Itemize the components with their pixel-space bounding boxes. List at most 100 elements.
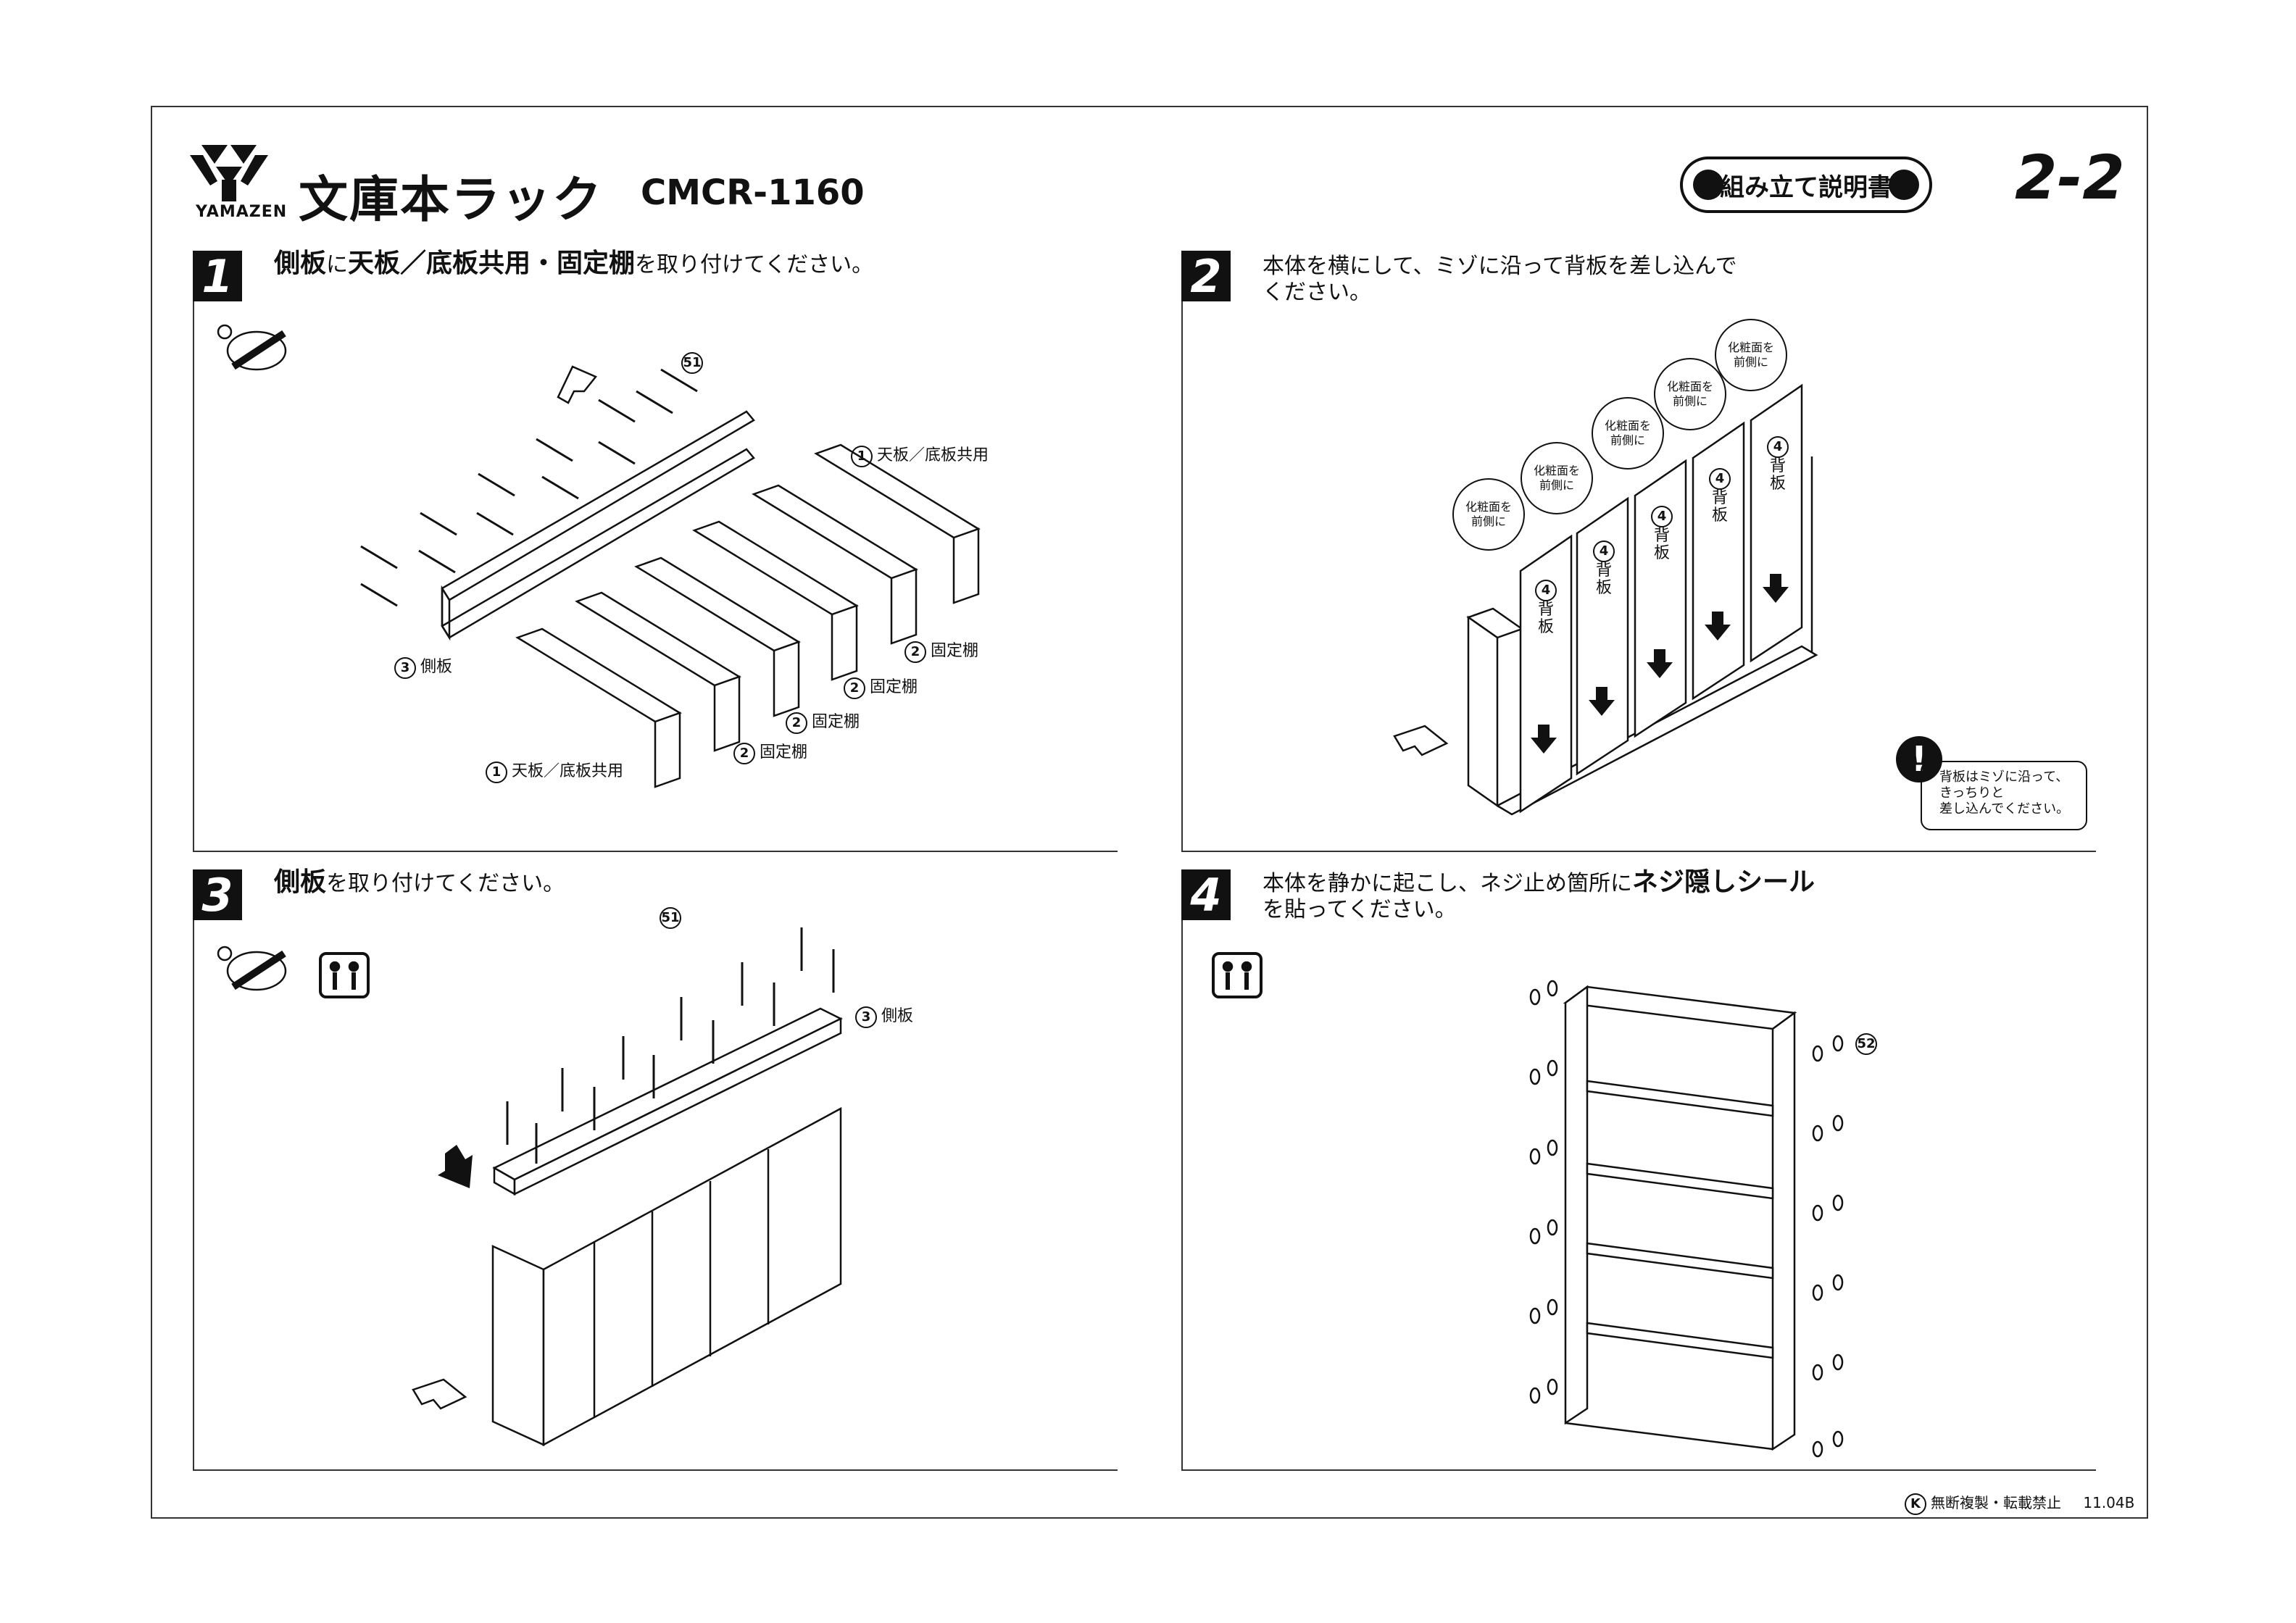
panel-divider — [1181, 1469, 2096, 1471]
speech-bubble: 化粧面を前側に — [1715, 319, 1787, 391]
caution-icon: ! — [1896, 736, 1942, 783]
part-name: 固定棚 — [760, 743, 808, 762]
copyright-mark-icon: K — [1905, 1493, 1926, 1515]
part-label: 2 固定棚 — [786, 709, 860, 734]
step-instruction: 側板に天板／底板共用・固定棚を取り付けてください。 — [274, 251, 873, 278]
step-keyword: 天板／底板共用・固定棚 — [348, 249, 636, 278]
step-text-part: を取り付けてください。 — [635, 252, 874, 278]
panel-divider — [193, 851, 1118, 852]
part-number: 2 — [904, 641, 926, 663]
part-number: 2 — [733, 743, 755, 764]
part-number: 1 — [851, 446, 873, 467]
bubble-text: 前側に — [1733, 355, 1768, 369]
bullet-icon — [1693, 170, 1723, 200]
part-name: 背板 — [1653, 527, 1670, 562]
bubble-text: 前側に — [1471, 514, 1506, 528]
part-number: 4 — [1651, 506, 1673, 527]
manual-label: 組み立て説明書 — [1720, 172, 1892, 202]
part-label-seal: 52 — [1855, 1033, 1881, 1055]
step-text-part: を取り付けてください。 — [326, 871, 565, 896]
part-name: 固定棚 — [812, 713, 860, 731]
part-number: 2 — [844, 677, 865, 699]
step-text-part: 本体を静かに起こし、ネジ止め箇所に — [1263, 871, 1632, 896]
part-name: 背板 — [1769, 457, 1786, 493]
manual-label-badge: 組み立て説明書 — [1680, 157, 1932, 213]
page-frame — [151, 106, 2148, 1519]
part-number: 4 — [1535, 580, 1557, 601]
note-text: 背板はミゾに沿って、 — [1939, 769, 2069, 785]
bubble-text: 前側に — [1610, 433, 1645, 447]
bubble-text: 化粧面を — [1727, 341, 1774, 354]
part-name: 背板 — [1537, 601, 1554, 636]
step-number: 2 — [1181, 250, 1231, 303]
bubble-text: 化粧面を — [1604, 419, 1651, 433]
document-code: 11.04B — [2083, 1494, 2135, 1511]
bubble-text: 化粧面を — [1666, 380, 1713, 393]
part-number: 3 — [394, 657, 416, 679]
step-number: 3 — [193, 869, 242, 922]
footer: K 無断複製・転載禁止 11.04B — [1905, 1491, 2134, 1515]
model-number: CMCR-1160 — [641, 172, 865, 213]
speech-bubble: 化粧面を前側に — [1654, 358, 1726, 430]
speech-bubble: 化粧面を前側に — [1592, 397, 1664, 470]
panel-divider — [1181, 851, 2096, 852]
part-name: 側板 — [881, 1007, 914, 1025]
part-name: 背板 — [1711, 489, 1728, 525]
part-number: 4 — [1593, 541, 1615, 562]
part-name: 固定棚 — [870, 678, 918, 696]
part-number: 51 — [660, 907, 681, 929]
part-name: 固定棚 — [931, 642, 979, 660]
bullet-icon — [1889, 170, 1919, 200]
part-number: 4 — [1767, 436, 1789, 458]
note-text: きっちりと — [1939, 785, 2005, 801]
part-number: 52 — [1855, 1033, 1877, 1055]
step-keyword: 側板 — [274, 249, 327, 278]
speech-bubble: 化粧面を前側に — [1521, 442, 1593, 514]
step-text-line: ください。 — [1263, 280, 1371, 305]
part-name: 天板／底板共用 — [512, 762, 624, 780]
step-keyword: 側板 — [274, 867, 327, 897]
part-name: 側板 — [420, 658, 453, 676]
part-label: 2 固定棚 — [844, 674, 918, 699]
copyright-text: 無断複製・転載禁止 — [1931, 1494, 2061, 1511]
part-label: 2 固定棚 — [904, 638, 978, 663]
part-name: 背板 — [1595, 562, 1612, 597]
panel-divider — [193, 869, 194, 1471]
part-number: 4 — [1709, 468, 1731, 490]
speech-bubble: 化粧面を前側に — [1452, 478, 1525, 551]
page-number: 2-2 — [2015, 142, 2125, 213]
bubble-text: 前側に — [1539, 478, 1574, 492]
part-name: 天板／底板共用 — [877, 446, 989, 464]
note-text: 差し込んでください。 — [1939, 801, 2070, 817]
step-instruction: 本体を横にして、ミゾに沿って背板を差し込んで ください。 — [1263, 254, 1737, 306]
part-number: 2 — [786, 712, 807, 734]
bubble-text: 化粧面を — [1533, 464, 1580, 477]
step-number: 1 — [193, 250, 242, 303]
panel-divider — [1181, 869, 1183, 1471]
step-instruction: 本体を静かに起こし、ネジ止め箇所にネジ隠しシール を貼ってください。 — [1263, 869, 1815, 923]
part-label-screw: 51 — [681, 352, 707, 374]
step-instruction: 側板を取り付けてください。 — [274, 869, 565, 897]
part-number: 1 — [486, 762, 507, 783]
step-text-line: 本体を静かに起こし、ネジ止め箇所にネジ隠しシール — [1263, 869, 1815, 897]
step-number: 4 — [1181, 869, 1231, 922]
part-label: 2 固定棚 — [733, 739, 807, 764]
caution-note: 背板はミゾに沿って、 きっちりと 差し込んでください。 — [1921, 761, 2087, 830]
bubble-text: 化粧面を — [1465, 500, 1512, 514]
panel-divider — [193, 251, 194, 852]
part-label: 1 天板／底板共用 — [486, 758, 623, 783]
part-number: 51 — [681, 352, 703, 374]
panel-divider — [193, 1469, 1118, 1471]
page-title: 文庫本ラック — [299, 172, 604, 229]
panel-divider — [1181, 251, 1183, 852]
bubble-text: 前側に — [1672, 394, 1708, 408]
step-text-line: 本体を横にして、ミゾに沿って背板を差し込んで — [1263, 254, 1737, 279]
